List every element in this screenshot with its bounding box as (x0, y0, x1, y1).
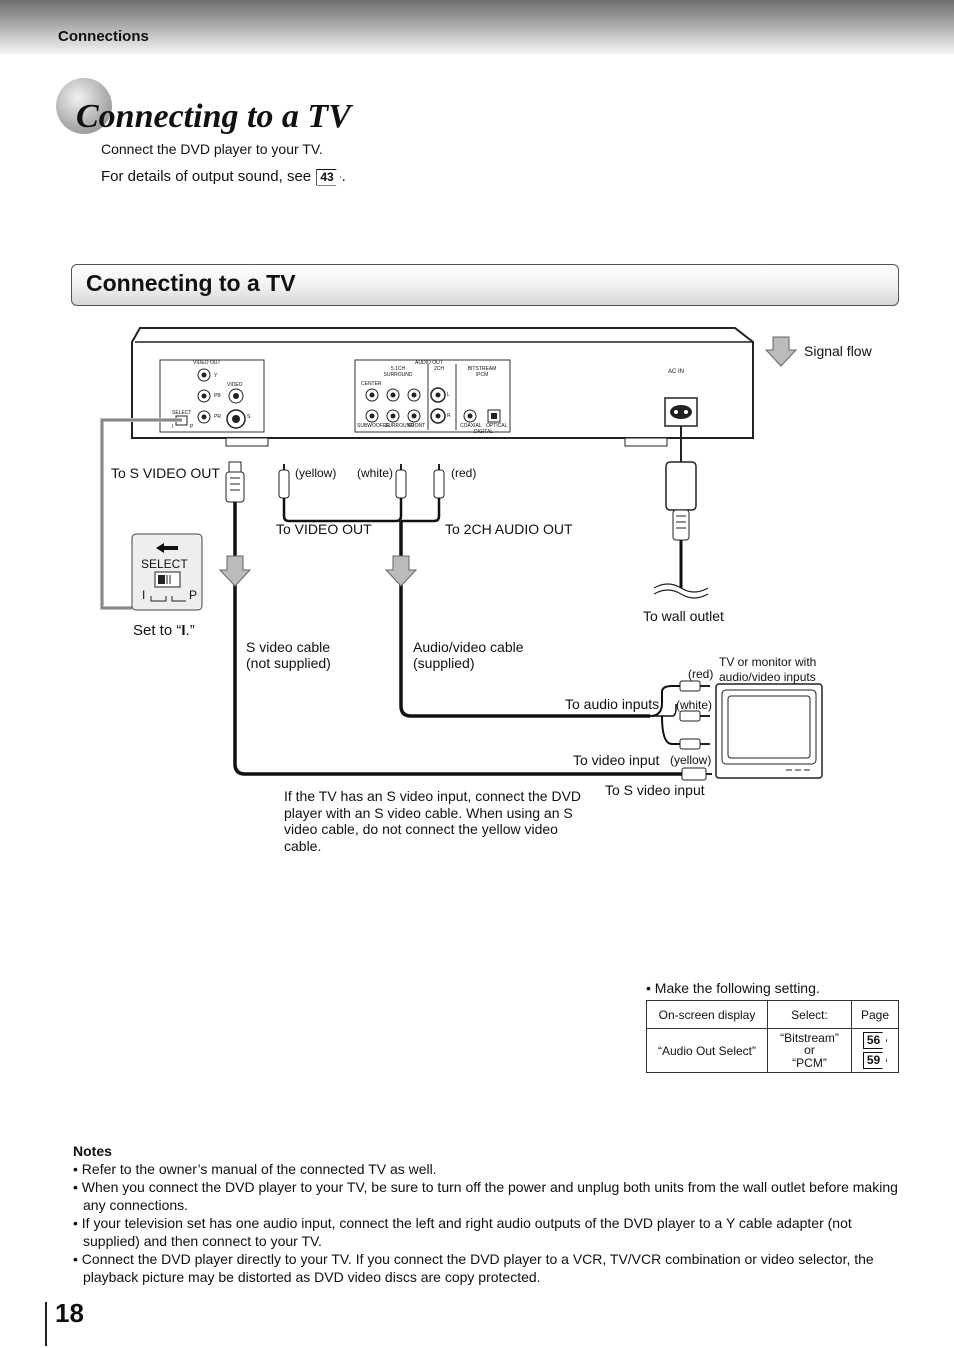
panel-front-label: FRONT (408, 423, 426, 429)
s-video-cable (218, 461, 690, 776)
select-i-label: I (142, 588, 146, 602)
note-item: • Connect the DVD player directly to you… (73, 1251, 874, 1285)
set-to-prefix: Set to “ (133, 622, 182, 639)
to-video-out-label: To VIDEO OUT (276, 521, 372, 537)
tv-red-label: (red) (688, 667, 714, 681)
panel-audio-out-label: AUDIO OUT (415, 360, 443, 366)
yellow-plug-label: (yellow) (295, 466, 337, 480)
set-to-instruction: Set to “I.” (133, 622, 195, 639)
av-cable-label: Audio/video cable (413, 639, 524, 655)
panel-center-label: CENTER (361, 381, 382, 387)
select-pcm: “PCM” (792, 1056, 827, 1070)
tv-label-line2: audio/video inputs (719, 670, 816, 684)
select-bitstream: “Bitstream” (780, 1031, 839, 1045)
panel-video-out-label: VIDEO OUT (193, 360, 221, 366)
cell-audio-out-select: “Audio Out Select” (646, 1028, 768, 1073)
note-item: • When you connect the DVD player to you… (73, 1179, 898, 1213)
select-p-label: P (189, 588, 198, 602)
panel-coaxial-label: COAXIAL (460, 423, 482, 429)
panel-surround-label: SURROUND (385, 423, 414, 429)
header-page: Page (851, 1000, 899, 1029)
panel-51ch-label: 5.1CH SURROUND (383, 366, 413, 378)
panel-ac-in-label: AC IN (668, 369, 685, 375)
panel-y-label: Y (214, 373, 218, 379)
to-audio-inputs-label: To audio inputs (565, 696, 660, 712)
header-select: Select: (767, 1000, 852, 1029)
audio-video-cable (278, 464, 712, 781)
panel-i-label: I (172, 424, 174, 430)
select-arrow-icon (156, 543, 178, 553)
panel-bitstream-label: BITSTREAM /PCM (467, 366, 497, 378)
notes-title: Notes (73, 1143, 112, 1159)
signal-flow-arrow-icon (764, 336, 798, 367)
panel-video-label: VIDEO (227, 382, 243, 388)
cell-select-values: “Bitstream” or “PCM” (767, 1028, 852, 1073)
notes-section: Notes • Refer to the owner’s manual of t… (73, 1142, 903, 1286)
page-title: Connecting to a TV (76, 98, 351, 135)
panel-s-label: S (247, 414, 251, 420)
red-plug-label: (red) (451, 466, 477, 480)
to-video-input-label: To video input (573, 752, 660, 768)
s-video-cable-label: S video cable (246, 639, 331, 655)
dvd-player-rear-panel (131, 327, 754, 447)
header-banner (0, 0, 954, 54)
section-header-box (71, 264, 899, 306)
page-reference-59[interactable]: 59 (862, 1052, 888, 1069)
intro-reference-suffix: . (341, 168, 346, 185)
select-or: or (804, 1043, 815, 1057)
title-sphere-icon (56, 78, 112, 134)
panel-l-label: L (447, 392, 450, 398)
select-switch-label: SELECT (141, 557, 188, 571)
tv-white-label: (white) (676, 698, 713, 712)
intro-reference-text: For details of output sound, see (101, 168, 312, 185)
panel-select-label: SELECT (172, 410, 192, 416)
panel-pb-label: PB (214, 393, 221, 399)
to-wall-outlet-label: To wall outlet (643, 608, 724, 624)
header-on-screen-display: On-screen display (646, 1000, 768, 1029)
tv-monitor (715, 683, 823, 779)
power-cord (653, 426, 709, 599)
panel-optical-label: OPTICAL (486, 423, 508, 429)
panel-digital-label: DIGITAL (474, 429, 494, 435)
intro-reference: For details of output sound, see 43. (101, 168, 346, 186)
page-number-rule (45, 1302, 47, 1346)
set-to-suffix: .” (185, 622, 195, 639)
set-to-value: I (181, 622, 186, 639)
s-video-cable-note: (not supplied) (246, 655, 331, 671)
note-item: • If your television set has one audio i… (73, 1215, 852, 1249)
page-reference-link[interactable]: 43 (316, 168, 341, 186)
s-video-note: If the TV has an S video input, connect … (284, 788, 582, 854)
page-number: 18 (55, 1298, 84, 1328)
section-label: Connections (58, 28, 149, 45)
av-cable-note: (supplied) (413, 655, 475, 671)
tv-yellow-label: (yellow) (670, 753, 712, 767)
panel-2ch-label: 2CH (434, 366, 445, 372)
note-item: • Refer to the owner’s manual of the con… (73, 1161, 437, 1177)
signal-flow-label: Signal flow (804, 343, 872, 359)
section-title: Connecting to a TV (86, 270, 296, 296)
tv-label-line1: TV or monitor with (719, 655, 817, 669)
to-s-video-out-label: To S VIDEO OUT (111, 465, 220, 481)
setting-instruction: • Make the following setting. (646, 980, 820, 996)
cell-page-refs: 56 59 (851, 1028, 899, 1073)
to-s-video-input-label: To S video input (605, 782, 705, 798)
white-plug-label: (white) (357, 466, 394, 480)
setting-table: On-screen display Select: Page “Audio Ou… (646, 1000, 899, 1073)
panel-p-label: P (190, 424, 194, 430)
to-2ch-audio-out-label: To 2CH AUDIO OUT (445, 521, 573, 537)
panel-r-label: R (447, 413, 451, 419)
intro-text: Connect the DVD player to your TV. (101, 141, 323, 157)
panel-pr-label: PR (214, 414, 221, 420)
panel-subwoofer-label: SUBWOOFER (357, 423, 390, 429)
page-reference-56[interactable]: 56 (862, 1032, 888, 1049)
